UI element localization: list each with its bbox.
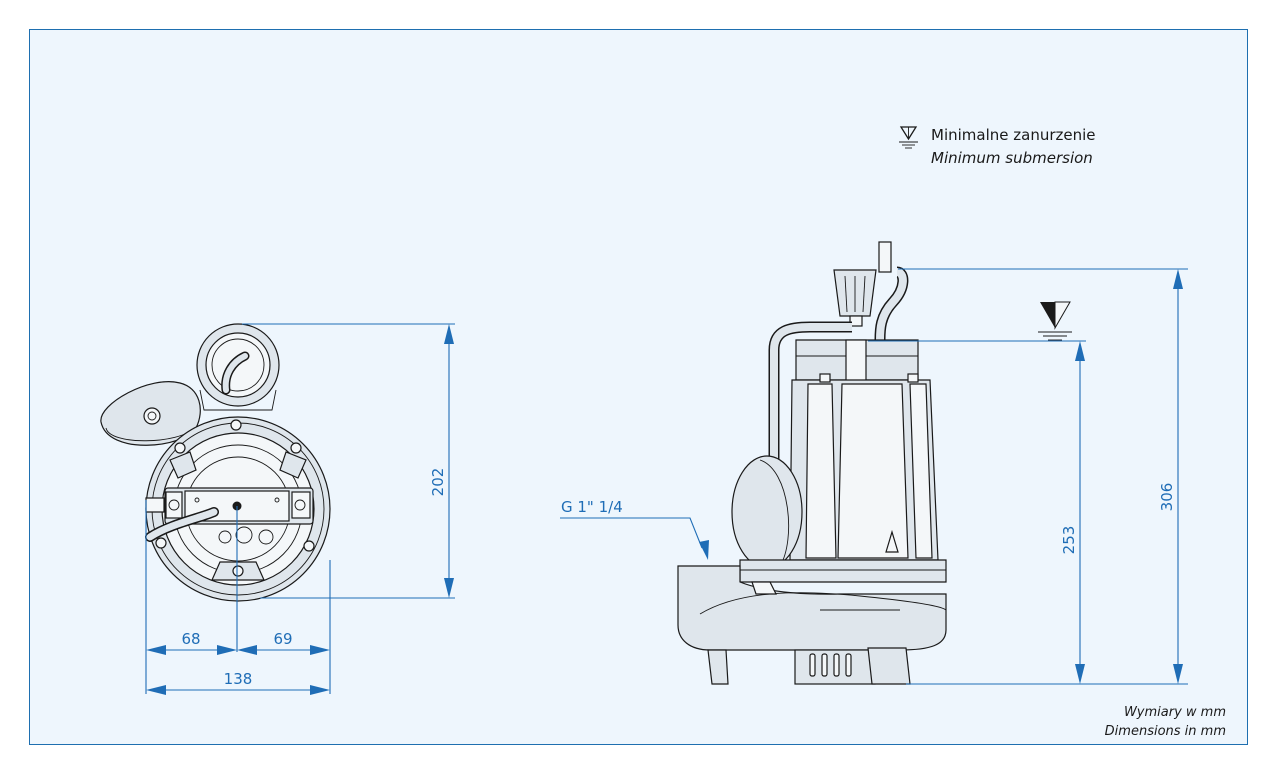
min-submersion-marker-icon: [1038, 301, 1072, 341]
units-note-polish: Wymiary w mm: [1124, 705, 1226, 720]
pump-top-view: 202 68 69 138: [100, 323, 455, 695]
legend: Minimalne zanurzenie Minimum submersion: [899, 126, 1096, 167]
dim-label-306: 306: [1158, 483, 1176, 512]
connection-label: G 1" 1/4: [560, 498, 709, 560]
legend-text-english: Minimum submersion: [931, 149, 1093, 167]
connection-size-label: G 1" 1/4: [561, 498, 623, 516]
dimension-306: 306: [898, 268, 1188, 685]
dimension-253: 253: [868, 340, 1086, 684]
dim-label-253: 253: [1060, 526, 1078, 555]
units-note-english: Dimensions in mm: [1105, 724, 1226, 739]
pump-side-view: 306 253 G 1" 1/4: [560, 241, 1188, 685]
float-top: [100, 381, 201, 446]
dimension-68-69-138: 68 69 138: [145, 500, 331, 695]
body-top: [145, 416, 331, 602]
units-note: Wymiary w mm Dimensions in mm: [1105, 705, 1226, 739]
dim-label-69: 69: [273, 630, 292, 648]
legend-text-polish: Minimalne zanurzenie: [931, 126, 1096, 144]
dim-label-138: 138: [224, 670, 253, 688]
submersion-symbol-icon: [899, 126, 918, 149]
dim-label-68: 68: [181, 630, 200, 648]
dim-label-202: 202: [429, 468, 447, 497]
outlet-top: [196, 323, 280, 411]
dimension-202: 202: [242, 323, 455, 599]
